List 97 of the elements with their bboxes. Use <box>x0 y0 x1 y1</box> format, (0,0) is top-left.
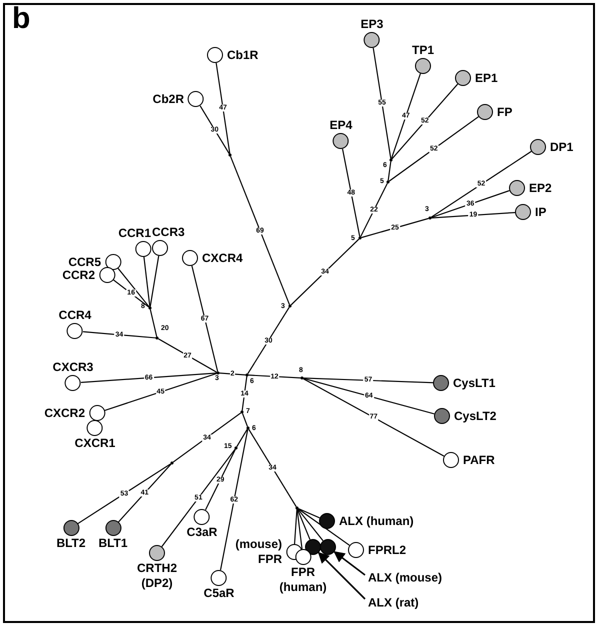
receptor-label: EP4 <box>330 118 352 133</box>
branch-line <box>104 372 217 412</box>
receptor-label: (mouse) FPR <box>235 537 282 567</box>
branch-line <box>219 372 246 376</box>
receptor-label: FP <box>497 104 512 120</box>
branch-point <box>234 446 238 450</box>
receptor-label: ALX (rat) <box>368 596 419 610</box>
receptor-label: CysLT1 <box>453 376 496 390</box>
branch-point <box>228 154 232 156</box>
branch-line <box>236 429 248 447</box>
branch-line <box>431 212 516 218</box>
branch-line <box>290 238 360 306</box>
branch-line <box>230 156 290 305</box>
branch-line <box>303 378 444 457</box>
branch-point <box>358 236 362 240</box>
receptor-label: FPR (human) <box>279 565 327 595</box>
branch-line <box>161 448 236 547</box>
receptor-label: BLT1 <box>98 536 128 551</box>
receptor-label: CCR2 <box>62 268 95 282</box>
branch-point <box>296 506 298 510</box>
branch-line <box>298 508 324 542</box>
branch-line <box>118 464 172 522</box>
receptor-label: ALX (mouse) <box>368 570 442 586</box>
branch-line <box>248 374 301 378</box>
branch-point <box>148 306 152 310</box>
branch-point <box>390 158 392 162</box>
receptor-label: CRTH2 (DP2) <box>137 561 177 591</box>
branch-line <box>216 62 230 154</box>
receptor-label: CCR1 <box>118 226 151 241</box>
branch-line <box>242 413 248 427</box>
branch-line <box>220 429 248 570</box>
branch-line <box>388 116 479 182</box>
receptor-label: Cb2R <box>152 92 184 106</box>
branch-line <box>297 509 310 540</box>
receptor-label: IP <box>535 204 546 220</box>
branch-line <box>303 378 434 384</box>
branch-line <box>150 256 160 307</box>
branch-point <box>300 376 304 380</box>
branch-line <box>80 372 217 383</box>
receptor-label: CCR4 <box>58 308 92 323</box>
branch-line <box>342 148 360 237</box>
receptor-label: CCR3 <box>152 225 185 240</box>
receptor-label: TP1 <box>412 43 434 58</box>
branch-point <box>156 336 158 340</box>
receptor-label: CCR5 <box>68 254 101 270</box>
branch-line <box>77 463 172 524</box>
receptor-label: CXCR4 <box>202 250 243 266</box>
receptor-label: EP3 <box>360 17 384 32</box>
panel-letter: b <box>12 4 30 34</box>
branch-line <box>248 429 297 507</box>
branch-point <box>246 426 250 430</box>
branch-line <box>430 150 532 218</box>
branch-line <box>205 449 236 510</box>
branch-point <box>240 410 244 414</box>
branch-line <box>242 376 248 411</box>
branch-line <box>298 508 320 518</box>
arrow <box>333 551 366 576</box>
branch-line <box>247 306 290 374</box>
branch-line <box>392 84 458 160</box>
branch-line <box>200 106 230 154</box>
branch-point <box>386 180 390 184</box>
branch-point <box>246 374 248 376</box>
receptor-label: C5aR <box>204 586 234 601</box>
receptor-label: EP1 <box>475 70 498 86</box>
branch-line <box>143 256 150 307</box>
receptor-label: EP2 <box>529 180 552 196</box>
receptor-label: C3aR <box>186 525 218 540</box>
branch-line <box>298 508 350 546</box>
branch-point <box>216 372 220 374</box>
receptor-label: CysLT2 <box>454 408 496 424</box>
branch-line <box>360 183 388 237</box>
branch-line <box>431 190 510 218</box>
receptor-label: FPRL2 <box>368 542 406 558</box>
branch-line <box>388 161 392 181</box>
branch-line <box>172 412 242 463</box>
receptor-label: Cb1R <box>227 48 258 62</box>
receptor-label: CXCR2 <box>44 406 85 420</box>
branch-point <box>288 304 292 308</box>
receptor-label: BLT2 <box>56 536 86 551</box>
receptor-label: CXCR3 <box>52 360 94 375</box>
branch-line <box>294 509 298 544</box>
branch-line <box>82 331 156 338</box>
branch-line <box>361 218 429 238</box>
branch-line <box>118 268 150 308</box>
receptor-label: DP1 <box>550 140 574 154</box>
branch-line <box>191 266 218 372</box>
branch-point <box>428 216 432 220</box>
branch-line <box>390 73 421 159</box>
branch-line <box>372 48 392 159</box>
receptor-label: PAFR <box>463 452 495 468</box>
branch-line <box>150 309 158 337</box>
branch-point <box>170 462 174 464</box>
branch-line <box>158 338 217 373</box>
arrow <box>318 552 366 600</box>
receptor-label: ALX (human) <box>339 514 414 528</box>
receptor-label: CXCR1 <box>74 436 116 451</box>
branch-line <box>303 378 434 414</box>
